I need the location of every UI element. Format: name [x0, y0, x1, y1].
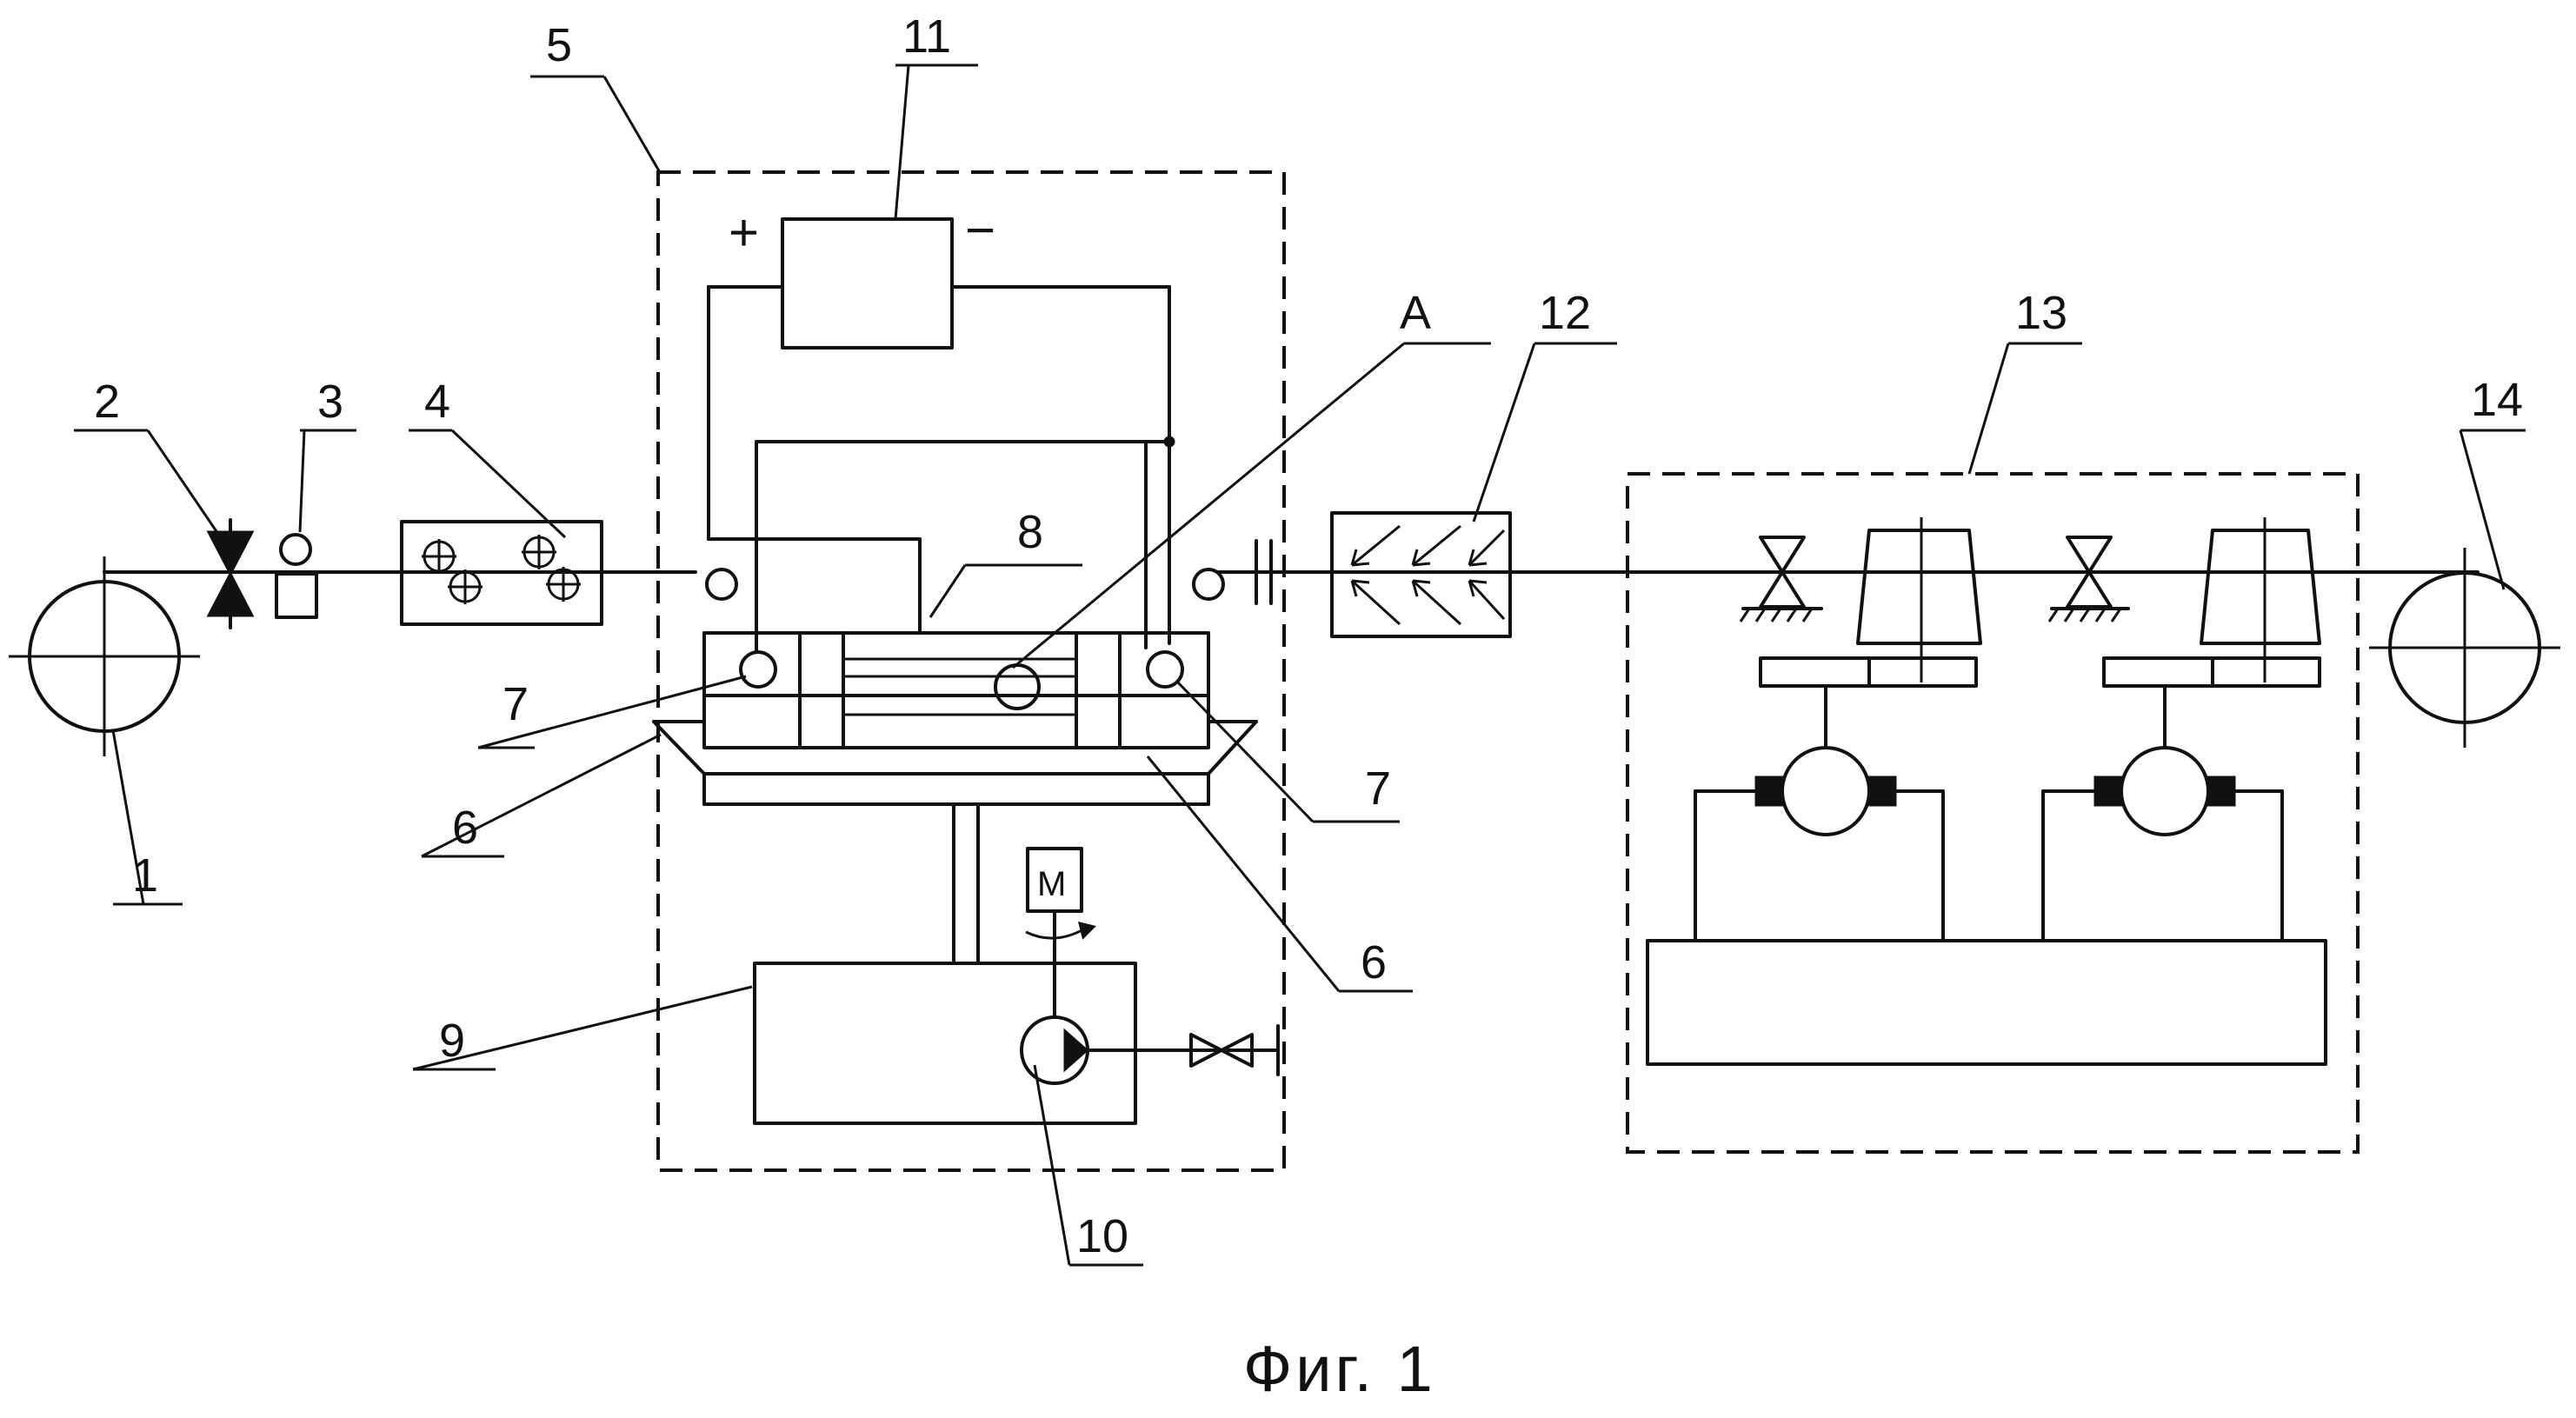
label-12: 12 — [1539, 287, 1591, 339]
payoff-reel — [9, 556, 200, 756]
label-4: 4 — [424, 376, 450, 428]
label-10: 10 — [1076, 1210, 1128, 1262]
dryer-12 — [1332, 513, 1510, 636]
label-5: 5 — [546, 19, 572, 71]
label-11: 11 — [902, 10, 951, 63]
enclosure-13 — [1627, 474, 2358, 1152]
label-7-left: 7 — [503, 678, 529, 730]
enclosure-5 — [658, 172, 1284, 1170]
drawing-unit-2 — [2043, 517, 2320, 941]
label-A: A — [1400, 287, 1431, 339]
label-2: 2 — [94, 376, 120, 428]
label-9: 9 — [439, 1015, 465, 1067]
motor-label: M — [1037, 865, 1066, 903]
power-supply-11 — [709, 219, 1174, 652]
label-7-right: 7 — [1365, 762, 1391, 815]
takeup-reel — [2369, 548, 2560, 748]
label-8: 8 — [1017, 506, 1043, 558]
label-6-left: 6 — [452, 802, 478, 854]
guide-roller-3 — [276, 535, 316, 617]
label-14: 14 — [2471, 374, 2523, 426]
label-6-right: 6 — [1361, 936, 1387, 989]
label-1: 1 — [132, 849, 158, 902]
minus-terminal: − — [965, 201, 995, 259]
leader-lines — [74, 65, 2526, 1265]
drive-base — [1647, 941, 2326, 1064]
label-13: 13 — [2015, 287, 2067, 339]
plus-terminal: + — [729, 203, 759, 262]
figure-caption: Фиг. 1 — [1243, 1333, 1436, 1405]
label-3: 3 — [317, 376, 343, 428]
drawing-unit-1 — [1695, 517, 1980, 941]
